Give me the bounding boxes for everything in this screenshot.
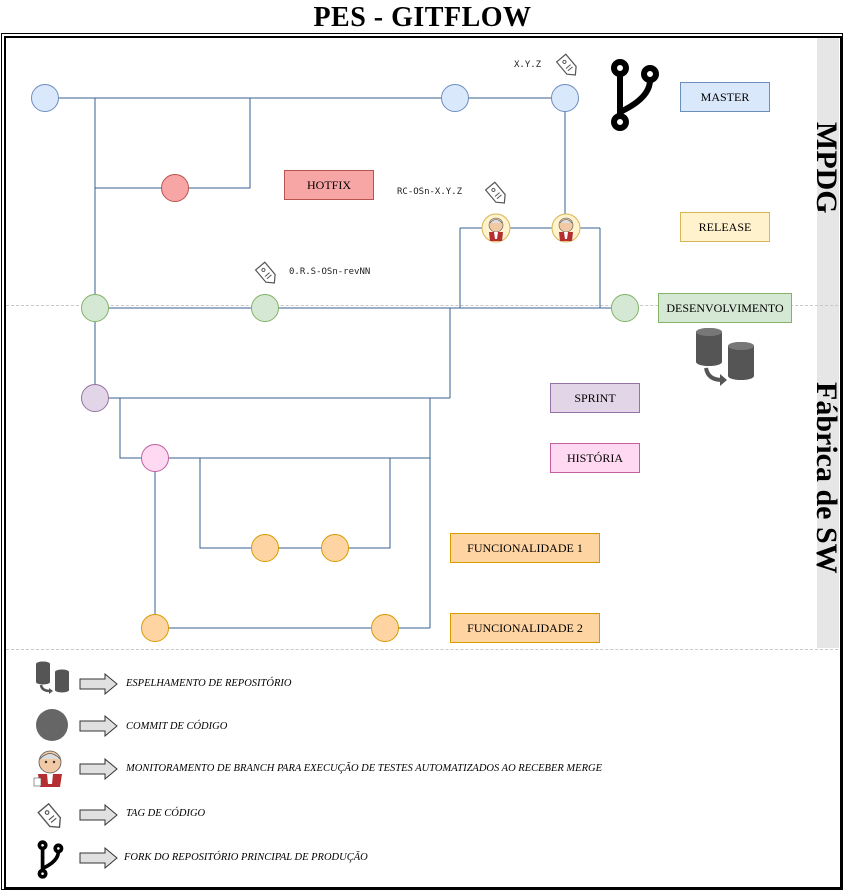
commit-node-master [441, 84, 469, 112]
tag-label-release: RC-OSn-X.Y.Z [397, 187, 463, 197]
diagram-title: PES - GITFLOW [313, 2, 532, 33]
database-mirror-icon [696, 328, 754, 386]
commit-node-funcionalidade-2 [141, 614, 169, 642]
arrow-icon [79, 758, 118, 780]
arrow-icon [79, 804, 118, 826]
commit-node-historia [141, 444, 169, 472]
branch-label-funcionalidade-1: FUNCIONALIDADE 1 [450, 533, 600, 563]
fork-icon [37, 840, 64, 879]
tag-icon [37, 802, 62, 829]
legend-text-tag: TAG DE CÓDIGO [126, 808, 206, 819]
commit-node-desenvolvimento [251, 294, 279, 322]
commit-circle-icon [36, 709, 68, 741]
tag-label-dev: 0.R.S-OSn-revNN [289, 267, 371, 277]
jenkins-icon [33, 750, 62, 787]
legend-text-jenkins: MONITORAMENTO DE BRANCH PARA EXECUÇÃO DE… [126, 763, 602, 774]
commit-node-funcionalidade-1 [321, 534, 349, 562]
tag-icon [484, 181, 506, 204]
commit-node-master [31, 84, 59, 112]
inner-frame [4, 36, 842, 889]
commit-node-funcionalidade-1 [251, 534, 279, 562]
jenkins-icon [481, 213, 511, 243]
database-mirror-icon [36, 661, 69, 694]
branch-label-master: MASTER [680, 82, 770, 112]
commit-node-funcionalidade-2 [371, 614, 399, 642]
legend-text-commit: COMMIT DE CÓDIGO [126, 721, 228, 732]
branch-label-funcionalidade-2: FUNCIONALIDADE 2 [450, 613, 600, 643]
tag-icon [555, 53, 577, 76]
branch-label-historia: HISTÓRIA [550, 443, 640, 473]
commit-node-hotfix [161, 174, 189, 202]
commit-node-master [551, 84, 579, 112]
branch-label-desenvolvimento: DESENVOLVIMENTO [658, 293, 792, 323]
outer-frame [1, 33, 843, 890]
tag-icon [254, 261, 276, 284]
arrow-icon [79, 847, 118, 869]
jenkins-icon [551, 213, 581, 243]
commit-node-desenvolvimento [611, 294, 639, 322]
commit-node-desenvolvimento [81, 294, 109, 322]
section-divider-top [6, 305, 838, 306]
legend-text-mirror: ESPELHAMENTO DE REPOSITÓRIO [126, 678, 292, 689]
branch-label-release: RELEASE [680, 212, 770, 242]
branch-label-sprint: SPRINT [550, 383, 640, 413]
fork-icon [611, 59, 659, 131]
side-band [817, 38, 839, 648]
arrow-icon [79, 673, 118, 695]
legend-text-fork: FORK DO REPOSITÓRIO PRINCIPAL DE PRODUÇÃ… [124, 852, 368, 863]
tag-label-master: X.Y.Z [514, 60, 542, 70]
commit-node-sprint [81, 384, 109, 412]
branch-label-hotfix: HOTFIX [284, 170, 374, 200]
arrow-icon [79, 715, 118, 737]
section-divider-legend [6, 649, 838, 650]
